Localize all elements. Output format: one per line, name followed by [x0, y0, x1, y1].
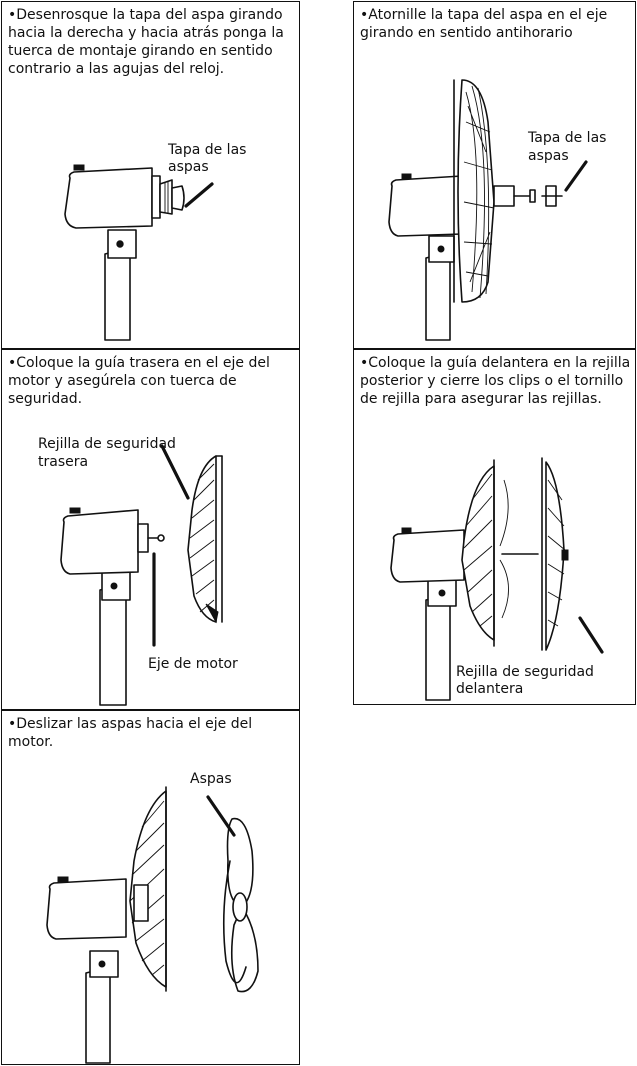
- step-2-callout-line-2: aspas: [528, 148, 569, 164]
- step-4-instruction: •Coloque la guía delantera en la rejilla…: [360, 355, 631, 407]
- step-3-callout-line-2: trasera: [38, 454, 89, 470]
- front-and-rear-guards-illustration: [390, 457, 604, 701]
- blades-onto-motor-shaft-illustration: [46, 786, 259, 1064]
- rear-guard-and-motor-shaft-illustration: [60, 444, 223, 706]
- step-4-callout-line-1: Rejilla de seguridad: [456, 664, 594, 680]
- step-3-callout-line-3: Eje de motor: [148, 656, 238, 672]
- step-1-callout-line-2: aspas: [168, 159, 209, 175]
- step-1-panel: •Desenrosque la tapa del aspa girando ha…: [1, 1, 300, 349]
- step-2-instruction: •Atornille la tapa del aspa en el eje gi…: [360, 7, 608, 41]
- step-3-callout-line-1: Rejilla de seguridad: [38, 436, 176, 452]
- step-2-panel: •Atornille la tapa del aspa en el eje gi…: [353, 1, 636, 349]
- step-4-callout-line-2: delantera: [456, 681, 524, 697]
- fan-with-grille-and-cap-illustration: [388, 79, 588, 341]
- step-3-panel: •Coloque la guía trasera en el eje del m…: [1, 349, 300, 710]
- step-1-instruction: •Desenrosque la tapa del aspa girando ha…: [8, 7, 284, 77]
- step-2-callout-line-1: Tapa de las: [528, 130, 607, 146]
- step-3-instruction: •Coloque la guía trasera en el eje del m…: [8, 355, 270, 407]
- step-5-panel: •Deslizar las aspas hacia el eje del mot…: [1, 710, 300, 1065]
- step-5-callout-line-1: Aspas: [190, 771, 232, 787]
- step-1-callout-line-1: Tapa de las: [168, 142, 247, 158]
- step-5-instruction: •Deslizar las aspas hacia el eje del mot…: [8, 716, 253, 750]
- motor-with-blade-cap-illustration: [64, 164, 214, 341]
- step-4-panel: •Coloque la guía delantera en la rejilla…: [353, 349, 636, 705]
